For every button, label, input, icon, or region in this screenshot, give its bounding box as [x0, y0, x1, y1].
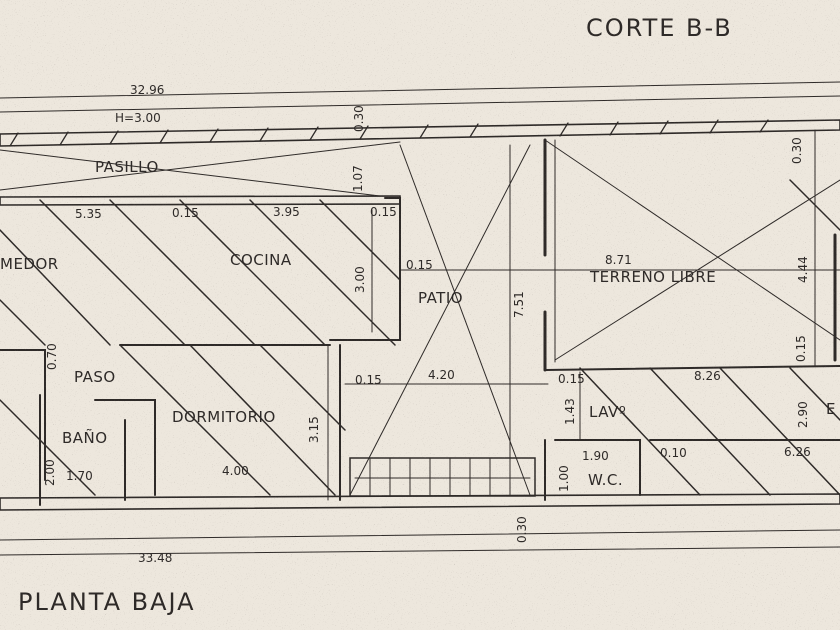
room-label-pasillo: PASILLO — [95, 158, 159, 176]
dim-patio-wall: 0.15 — [406, 258, 433, 272]
room-label-lavadero: LAVº — [589, 403, 627, 421]
dim-right-section: 2.90 — [796, 401, 810, 428]
room-label-wc: W.C. — [588, 471, 624, 489]
dim-dorm-width: 4.00 — [222, 464, 249, 478]
room-label-dormitorio: DORMITORIO — [172, 408, 276, 426]
dim-paso-width: 0.70 — [45, 343, 59, 370]
dim-patio-depth: 7.51 — [512, 291, 526, 318]
dim-lav-depth: 1.43 — [563, 398, 577, 425]
dim-bottom-length: 33.48 — [138, 551, 173, 565]
dim-lav-wall: 0.15 — [558, 372, 585, 386]
room-label-edge: E — [826, 400, 836, 418]
dim-wc-depth: 1.00 — [557, 465, 571, 492]
dim-rear-length: 6.26 — [784, 445, 811, 459]
room-label-bano: BAÑO — [62, 429, 108, 447]
dim-pasillo-width: 1.07 — [351, 165, 365, 192]
dim-top-wall: 0.30 — [352, 105, 366, 132]
dim-right-depth: 4.44 — [796, 256, 810, 283]
dim-wc-width: 1.90 — [582, 449, 609, 463]
dim-wall-a: 0.15 — [172, 206, 199, 220]
dim-wall-b: 0.15 — [370, 205, 397, 219]
dim-top-length: 32.96 — [130, 83, 165, 97]
room-label-patio: PATIO — [418, 289, 464, 307]
dim-bano-depth: 2.00 — [43, 459, 57, 486]
dim-wc-wall: 0.10 — [660, 446, 687, 460]
dim-dorm-depth: 3.15 — [307, 416, 321, 443]
dim-bano-width: 1.70 — [66, 469, 93, 483]
dim-right-wall: 0.15 — [794, 335, 808, 362]
room-label-cocina: COCINA — [230, 251, 292, 269]
dim-height: H=3.00 — [115, 111, 161, 125]
dim-cocina-width: 3.95 — [273, 205, 300, 219]
dim-lav-length: 8.26 — [694, 369, 721, 383]
section-title: CORTE B-B — [586, 14, 733, 42]
dim-right-top-wall: 0.30 — [790, 137, 804, 164]
dim-dorm-wall: 0.15 — [355, 373, 382, 387]
room-label-terreno-libre: TERRENO LIBRE — [590, 268, 717, 286]
dim-bottom-wall: 0.30 — [515, 516, 529, 543]
room-label-paso: PASO — [74, 368, 116, 386]
dim-terreno-length: 8.71 — [605, 253, 632, 267]
dim-patio-width: 4.20 — [428, 368, 455, 382]
dim-cocina-depth: 3.00 — [353, 266, 367, 293]
plan-title: PLANTA BAJA — [18, 588, 196, 616]
room-label-comedor: MEDOR — [0, 255, 59, 273]
dim-comedor-width: 5.35 — [75, 207, 102, 221]
